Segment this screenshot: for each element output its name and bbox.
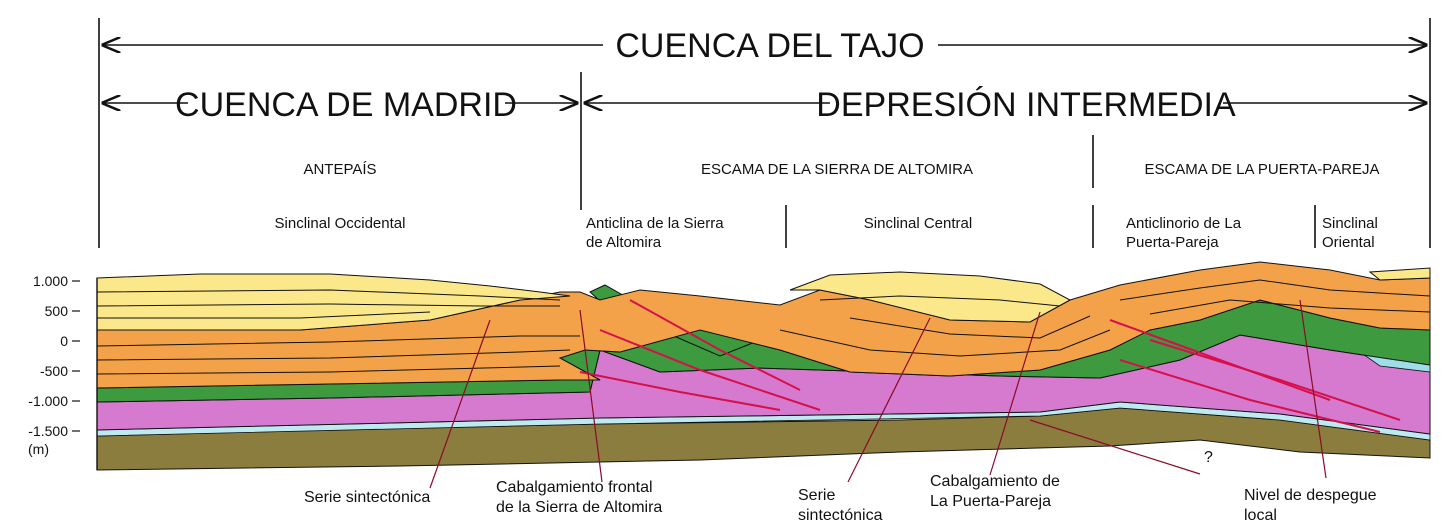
annotation-nivel-line1: Nivel de despegue [1244, 487, 1377, 504]
annotation-serie-sintectonica-2-line2: sintectónica [798, 507, 883, 524]
annotation-serie-sintectonica-2-line1: Serie [798, 487, 835, 504]
tick-label-minus-500: -500 [40, 363, 68, 379]
annotation-serie-sintectonica-1: Serie sintectónica [304, 489, 430, 506]
axis-unit: (m) [28, 441, 49, 457]
unit-escama-altomira: ESCAMA DE LA SIERRA DE ALTOMIRA [701, 161, 973, 178]
tick-label-0: 0 [60, 333, 68, 349]
bedding-lines [96, 279, 1431, 375]
structure-anticlina-line1: Anticlina de la Sierra [586, 215, 724, 232]
yellow-layer-east [1368, 267, 1431, 281]
tick-label-minus-1500: -1.500 [28, 423, 68, 439]
annotation-cabalgamiento-pp-line2: La Puerta-Pareja [930, 493, 1051, 510]
structure-sinclinal-oriental-line1: Sinclinal [1322, 215, 1378, 232]
tick-label-500: 500 [45, 303, 69, 319]
annotation-cabalgamiento-frontal-line1: Cabalgamiento frontal [496, 479, 653, 496]
unit-escama-puerta: ESCAMA DE LA PUERTA-PAREJA [1144, 161, 1379, 178]
depth-axis: 1.000 500 0 -500 -1.000 -1.500 (m) [28, 273, 80, 457]
structure-sinclinal-occidental: Sinclinal Occidental [275, 215, 406, 232]
structure-anticlinorio-line1: Anticlinorio de La [1126, 215, 1242, 232]
structure-anticlina-line2: de Altomira [586, 234, 662, 251]
tick-label-1000: 1.000 [33, 273, 68, 289]
tick-label-minus-1000: -1.000 [28, 393, 68, 409]
annotation-nivel-line2: local [1244, 507, 1277, 524]
structure-sinclinal-oriental-line2: Oriental [1322, 234, 1375, 251]
right-title: DEPRESIÓN INTERMEDIA [816, 86, 1236, 124]
left-title: CUENCA DE MADRID [175, 86, 517, 124]
annotation-cabalgamiento-frontal-line2: de la Sierra de Altomira [496, 499, 662, 516]
fault-lines [579, 299, 1401, 433]
geologic-section [96, 261, 1431, 471]
structure-anticlinorio-line2: Puerta-Pareja [1126, 234, 1219, 251]
annotation-question-mark: ? [1204, 449, 1213, 466]
header-brackets [98, 18, 1431, 248]
leader-lines [429, 299, 1327, 489]
structure-sinclinal-central: Sinclinal Central [864, 215, 972, 232]
annotation-cabalgamiento-pp-line1: Cabalgamiento de [930, 473, 1060, 490]
yellow-layer-west [96, 273, 571, 331]
unit-antepais: ANTEPAÍS [303, 161, 376, 178]
top-title: CUENCA DEL TAJO [615, 27, 924, 65]
